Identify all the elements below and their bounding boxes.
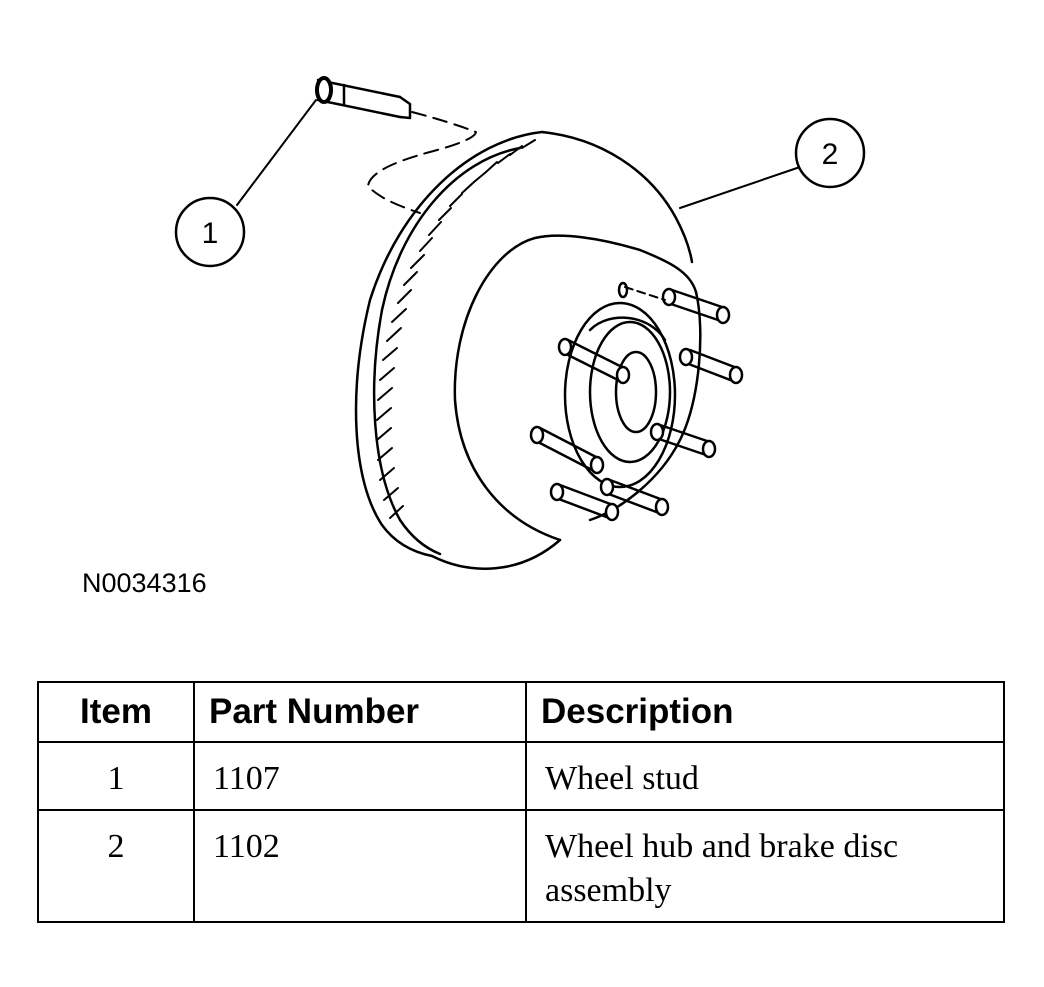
stud-install-path bbox=[367, 111, 477, 214]
table-row: 1 1107 Wheel stud bbox=[37, 741, 1005, 811]
hub-studs-drawing bbox=[529, 281, 744, 522]
figure-id: N0034316 bbox=[82, 568, 207, 598]
brake-disc-drawing bbox=[354, 130, 694, 570]
cell-description: Wheel hub and brake disc assembly bbox=[525, 809, 1005, 923]
callout-1-leader bbox=[236, 99, 317, 206]
header-part-number: Part Number bbox=[193, 681, 527, 743]
wheel-hub-drawing bbox=[453, 234, 702, 542]
header-description: Description bbox=[525, 681, 1005, 743]
table-row: 2 1102 Wheel hub and brake disc assembly bbox=[37, 809, 1005, 923]
wheel-hub-brake-disc-diagram: 1 2 bbox=[174, 76, 866, 570]
wheel-stud-drawing bbox=[315, 76, 412, 120]
table-header-row: Item Part Number Description bbox=[37, 681, 1005, 743]
cell-part-number: 1107 bbox=[193, 741, 527, 811]
parts-table: Item Part Number Description 1 1107 Whee… bbox=[37, 681, 1005, 923]
callout-2-leader bbox=[679, 166, 801, 209]
cell-item: 1 bbox=[37, 741, 195, 811]
cell-item: 2 bbox=[37, 809, 195, 923]
header-item: Item bbox=[37, 681, 195, 743]
callout-1-label: 1 bbox=[202, 217, 219, 250]
callout-1: 1 bbox=[174, 196, 246, 268]
callout-2: 2 bbox=[794, 117, 866, 189]
cell-description: Wheel stud bbox=[525, 741, 1005, 811]
callout-2-label: 2 bbox=[822, 138, 839, 171]
cell-part-number: 1102 bbox=[193, 809, 527, 923]
